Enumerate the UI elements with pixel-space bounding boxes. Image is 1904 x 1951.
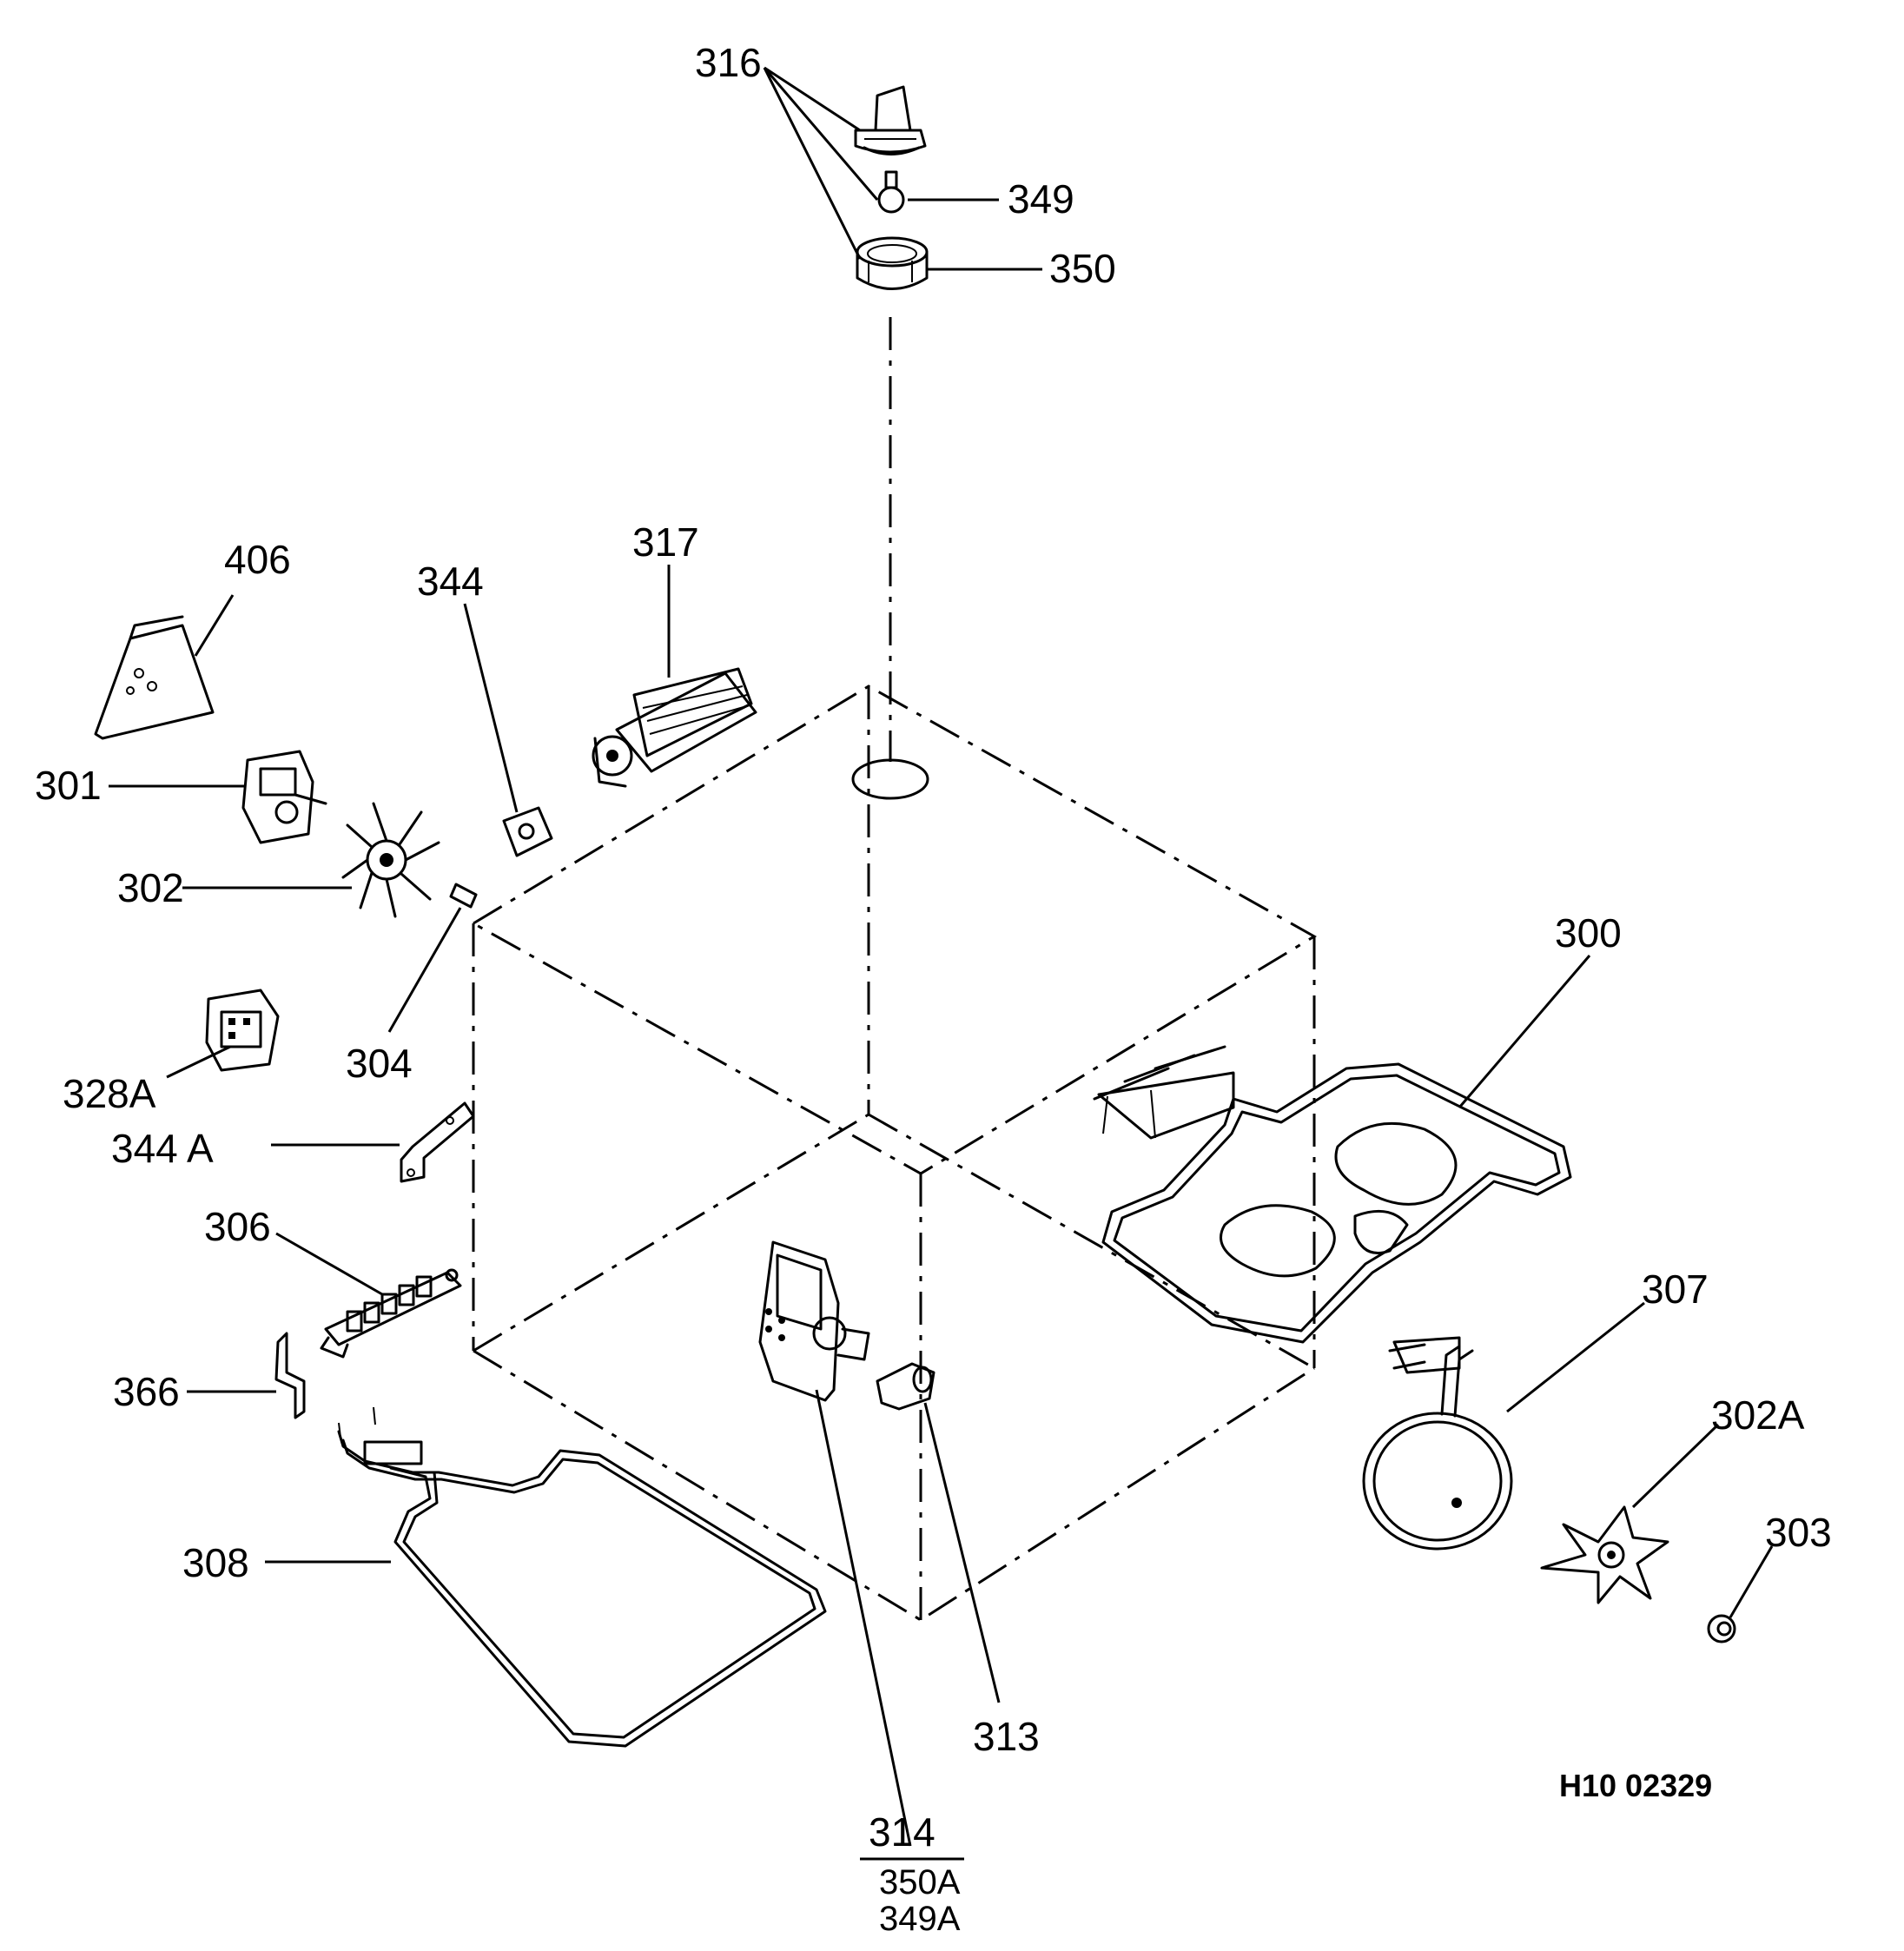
lamp-socket-icon	[856, 236, 929, 290]
label-316: 316	[695, 40, 762, 85]
oven-cavity-box	[472, 317, 1317, 1622]
label-366: 366	[113, 1369, 180, 1414]
lamp-cover-icon	[854, 85, 927, 155]
label-344: 344	[417, 559, 484, 604]
label-304: 304	[346, 1041, 413, 1086]
label-306: 306	[204, 1204, 271, 1249]
drawing-code: H10 02329	[1559, 1768, 1712, 1803]
pin-304-icon	[449, 883, 478, 909]
fan-blade-302a-icon	[1540, 1505, 1669, 1604]
grill-heating-element-icon	[1093, 1045, 1572, 1344]
label-301: 301	[35, 763, 102, 808]
label-303: 303	[1765, 1510, 1832, 1555]
switch-328a-icon	[205, 989, 280, 1072]
label-350: 350	[1049, 246, 1116, 291]
label-350a: 350A	[879, 1863, 961, 1901]
label-307: 307	[1642, 1266, 1709, 1312]
label-344a: 344 A	[111, 1126, 214, 1171]
part-344-icon	[502, 806, 553, 857]
bracket-406-icon	[94, 615, 215, 740]
lamp-bulb-icon	[877, 170, 905, 214]
bracket-366-icon	[274, 1332, 306, 1419]
label-308: 308	[182, 1540, 249, 1585]
label-406: 406	[224, 537, 291, 582]
label-314: 314	[869, 1809, 935, 1855]
label-317: 317	[632, 519, 699, 565]
label-349a: 349A	[879, 1900, 961, 1938]
label-328a: 328A	[63, 1071, 156, 1116]
label-313: 313	[973, 1714, 1040, 1759]
fan-blade-icon	[341, 802, 440, 918]
label-302: 302	[117, 865, 184, 910]
thermostat-control-icon	[758, 1240, 870, 1402]
circular-heating-element-icon	[1362, 1336, 1513, 1551]
nut-303-icon	[1707, 1614, 1736, 1643]
label-349: 349	[1008, 176, 1074, 222]
tangential-fan-icon	[592, 667, 757, 788]
label-302a: 302A	[1711, 1392, 1805, 1438]
label-300: 300	[1555, 910, 1622, 956]
terminal-block-icon	[320, 1268, 462, 1359]
bracket-344a-icon	[400, 1101, 475, 1183]
fan-motor-icon	[241, 750, 327, 844]
lamp-holder-313-icon	[876, 1362, 935, 1411]
bottom-heating-element-icon	[337, 1406, 827, 1748]
top-lamp-hole	[851, 758, 929, 800]
